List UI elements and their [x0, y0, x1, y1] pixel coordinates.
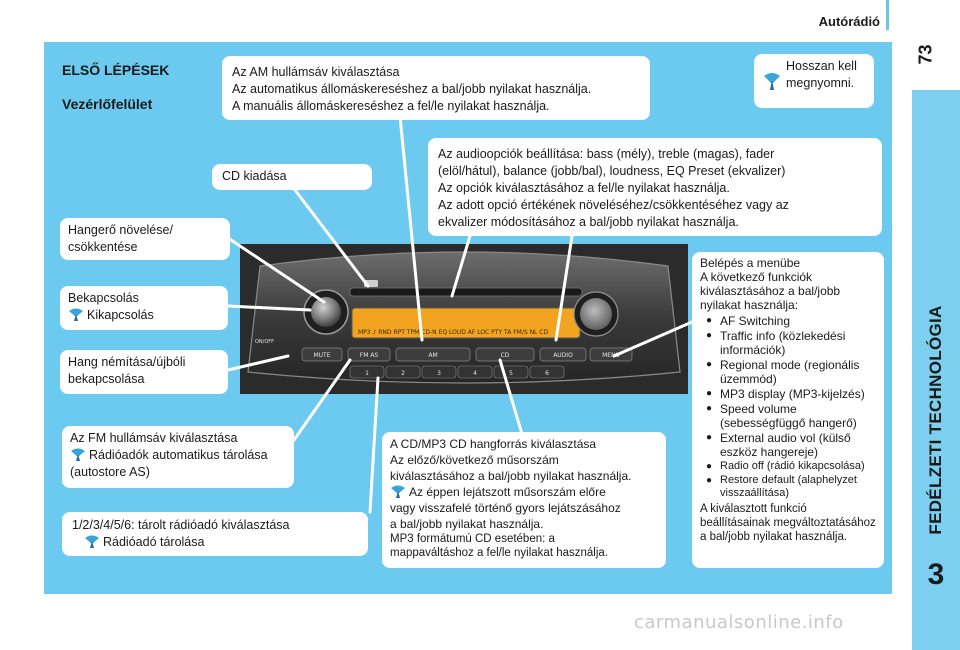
- preset-button-2[interactable]: 2: [401, 370, 405, 377]
- preset-button-1[interactable]: 1: [365, 370, 369, 377]
- callout-presets: 1/2/3/4/5/6: tárolt rádióadó kiválasztás…: [62, 512, 368, 556]
- chapter-label: FEDÉLZETI TECHNOLÓGIA: [926, 305, 945, 535]
- chapter-number: 3: [927, 558, 945, 591]
- section-title: ELSŐ LÉPÉSEK: [62, 62, 170, 78]
- list-item: AF Switching: [700, 314, 876, 328]
- preset-button-3[interactable]: 3: [437, 370, 441, 377]
- list-item: Radio off (rádió kikapcsolása): [700, 460, 876, 473]
- preset-button-4[interactable]: 4: [473, 370, 477, 377]
- radio-button-cd[interactable]: CD: [501, 352, 510, 359]
- press-hand-icon: [85, 535, 99, 548]
- press-hand-icon: [71, 448, 85, 461]
- press-hand-icon: [69, 308, 83, 321]
- radio-button-fm[interactable]: FM AS: [360, 352, 379, 359]
- radio-button-audio[interactable]: AUDIO: [553, 352, 573, 359]
- header-divider: [886, 0, 889, 30]
- callout-audio-options: Az audioopciók beállítása: bass (mély), …: [428, 138, 882, 236]
- header-title: Autórádió: [818, 14, 880, 29]
- callout-power: Bekapcsolás Kikapcsolás: [60, 286, 228, 330]
- callout-mute: Hang némítása/újbóli bekapcsolása: [60, 350, 228, 394]
- callout-fm-band: Az FM hullámsáv kiválasztása Rádióadók a…: [62, 426, 294, 488]
- radio-button-mute[interactable]: MUTE: [313, 352, 330, 359]
- callout-cd-eject: CD kiadása: [212, 164, 372, 190]
- radio-button-am[interactable]: AM: [428, 352, 437, 359]
- chapter-side-tab: [912, 90, 960, 650]
- list-item: Restore default (alaphelyzet visszaállít…: [700, 474, 876, 500]
- callout-am-band: Az AM hullámsáv kiválasztása Az automati…: [222, 56, 650, 120]
- press-hand-icon: [764, 73, 780, 90]
- radio-control-panel-image: MP3 ♪ RND RPT TPM CD-N EQ LOUD AF LOC PT…: [240, 244, 688, 394]
- power-label: ON/OFF: [255, 339, 274, 345]
- watermark: carmanualsonline.info: [634, 612, 844, 633]
- page-number: 73: [915, 44, 936, 65]
- preset-button-6[interactable]: 6: [545, 370, 549, 377]
- list-item: Traffic info (közlekedési információk): [700, 329, 876, 357]
- callout-volume: Hangerő növelése/ csökkentése: [60, 218, 230, 260]
- callout-long-press: Hosszan kell megnyomni.: [754, 54, 874, 108]
- callout-menu: Belépés a menübe A következő funkciók ki…: [692, 252, 884, 568]
- list-item: MP3 display (MP3-kijelzés): [700, 387, 876, 401]
- section-subtitle: Vezérlőfelület: [62, 96, 153, 112]
- callout-cd-source: A CD/MP3 CD hangforrás kiválasztása Az e…: [382, 432, 666, 568]
- radio-button-menu[interactable]: MENU: [602, 352, 620, 359]
- list-item: Regional mode (regionális üzemmód): [700, 358, 876, 386]
- menu-function-list: AF Switching Traffic info (közlekedési i…: [700, 314, 876, 500]
- radio-display-text: MP3 ♪ RND RPT TPM CD-N EQ LOUD AF LOC PT…: [358, 329, 548, 336]
- list-item: External audio vol (külső eszköz hangere…: [700, 431, 876, 459]
- preset-button-5[interactable]: 5: [509, 370, 513, 377]
- press-hand-icon: [391, 485, 405, 498]
- list-item: Speed volume (sebességfüggő hangerő): [700, 402, 876, 430]
